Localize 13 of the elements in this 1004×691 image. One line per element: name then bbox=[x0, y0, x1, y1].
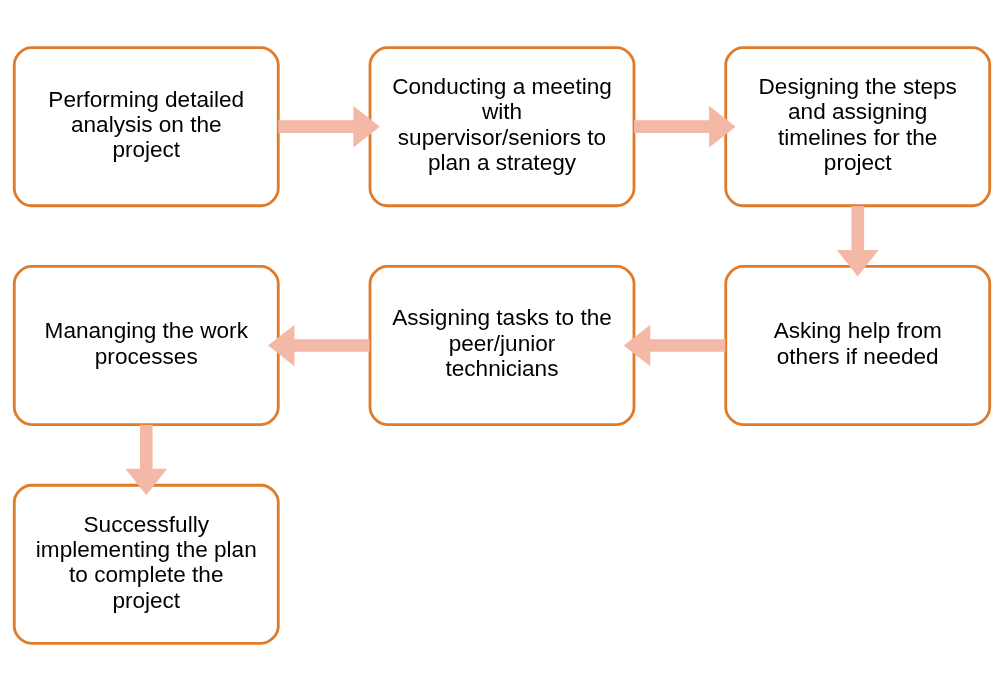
arrow bbox=[836, 206, 879, 277]
arrow bbox=[125, 424, 168, 496]
node-box: Asking help from others if needed bbox=[724, 265, 992, 426]
node-box: Designing the steps and assigning timelines for the project bbox=[724, 46, 992, 208]
arrow bbox=[634, 105, 736, 148]
node-box: Conducting a meeting with supervisor/seniors to plan a strategy bbox=[368, 46, 636, 208]
node-box: Successfully implementing the plan to complete the project bbox=[12, 483, 280, 645]
node-box: Assigning tasks to the peer/junior technicians bbox=[368, 265, 636, 426]
arrow bbox=[623, 324, 726, 367]
node-box: Performing detailed analysis on the project bbox=[12, 46, 280, 208]
arrow bbox=[278, 105, 380, 148]
node-box: Mananging the work processes bbox=[12, 265, 280, 426]
arrow bbox=[268, 324, 370, 367]
